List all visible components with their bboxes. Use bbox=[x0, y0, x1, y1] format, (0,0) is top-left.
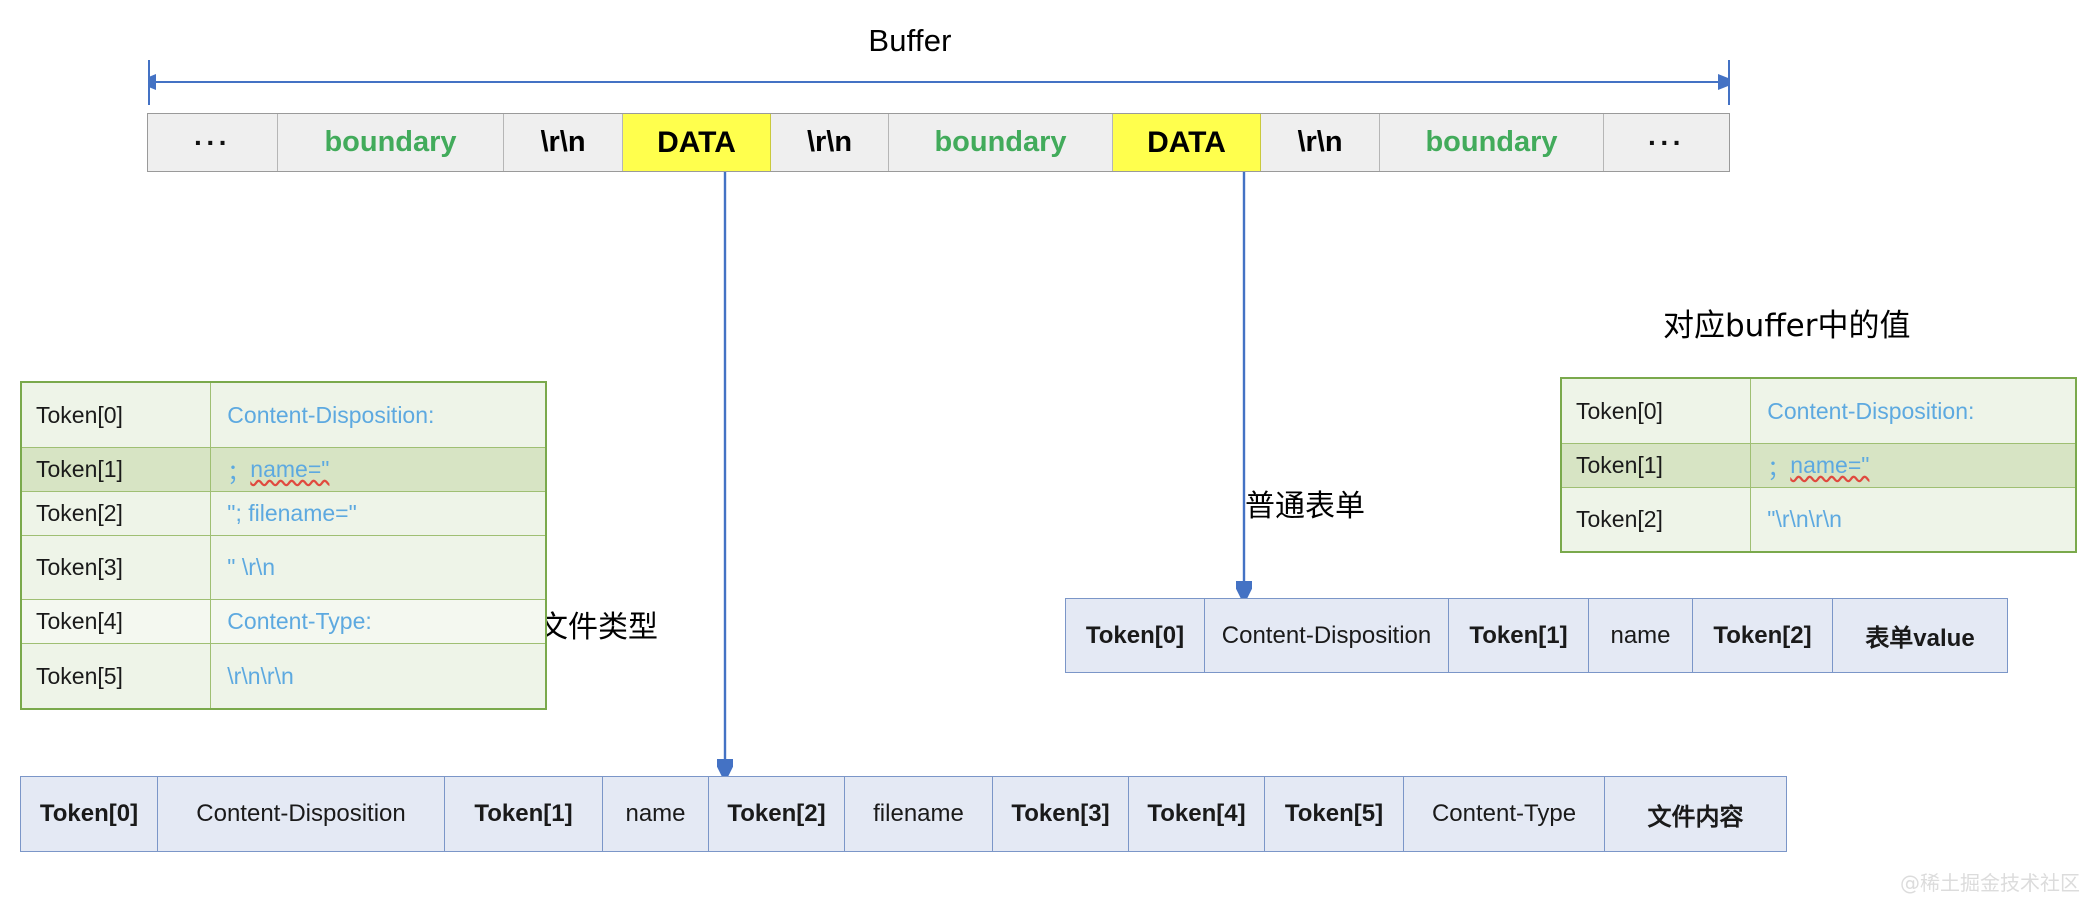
file-result-cell-1: Content-Disposition bbox=[158, 777, 445, 851]
label-buffer-values: 对应buffer中的值 bbox=[1663, 308, 1911, 344]
token-file-value: Content-Type: bbox=[227, 608, 372, 634]
token-file-row: Token[2] "; filename=" bbox=[22, 492, 545, 536]
token-file-key: Token[0] bbox=[22, 383, 212, 447]
buffer-cell-boundary-8: boundary bbox=[1380, 114, 1604, 171]
file-result-cell-9: Content-Type bbox=[1404, 777, 1605, 851]
file-result-cell-7: Token[4] bbox=[1129, 777, 1265, 851]
file-result-cell-5: filename bbox=[845, 777, 993, 851]
token-form-key: Token[2] bbox=[1562, 488, 1752, 551]
token-file-value: ； name=" bbox=[227, 456, 330, 485]
token-form-row: Token[0] Content-Disposition: bbox=[1562, 379, 2075, 444]
watermark: @稀土掘金技术社区 bbox=[1900, 871, 2080, 895]
form-result-cell-3: name bbox=[1589, 599, 1693, 672]
label-normal-form: 普通表单 bbox=[1245, 489, 1365, 524]
file-result-cell-4: Token[2] bbox=[709, 777, 845, 851]
token-file-row: Token[0] Content-Disposition: bbox=[22, 383, 545, 448]
token-file-value: Content-Disposition: bbox=[227, 401, 435, 428]
token-file-key: Token[4] bbox=[22, 600, 212, 643]
file-result-cell-3: name bbox=[603, 777, 709, 851]
token-file-value: "; filename=" bbox=[227, 500, 357, 526]
form-result-cell-5: 表单value bbox=[1865, 625, 1975, 652]
token-form-key: Token[1] bbox=[1562, 444, 1752, 487]
token-form-value-spellcheck: name=" bbox=[1790, 452, 1870, 478]
form-result-cell-4: Token[2] bbox=[1693, 599, 1833, 672]
buffer-cell-crlf-7: \r\n bbox=[1261, 114, 1380, 171]
buffer-cell-ellipsis-0: ··· bbox=[148, 114, 278, 171]
buffer-cell-crlf-4: \r\n bbox=[771, 114, 889, 171]
form-result-cell-2: Token[1] bbox=[1449, 599, 1589, 672]
token-file-key: Token[3] bbox=[22, 536, 212, 599]
token-file-row: Token[1] ； name=" bbox=[22, 448, 545, 492]
buffer-cell-data-3: DATA bbox=[623, 114, 771, 171]
token-form-row: Token[2] "\r\n\r\n bbox=[1562, 488, 2075, 551]
page-title: Buffer bbox=[868, 23, 952, 58]
token-file-row: Token[3] " \r\n bbox=[22, 536, 545, 600]
token-file-key: Token[5] bbox=[22, 644, 212, 708]
file-result-cell-6: Token[3] bbox=[993, 777, 1129, 851]
token-form-key: Token[0] bbox=[1562, 379, 1752, 443]
label-file-type: 文件类型 bbox=[538, 610, 658, 645]
file-result-cell-10: 文件内容 bbox=[1647, 803, 1744, 831]
form-result-cell-1: Content-Disposition bbox=[1205, 599, 1449, 672]
buffer-cell-boundary-5: boundary bbox=[889, 114, 1113, 171]
token-file-row: Token[5] \r\n\r\n bbox=[22, 644, 545, 708]
connector-data2-to-form-row bbox=[1236, 172, 1252, 604]
buffer-span-arrow bbox=[148, 60, 1730, 105]
form-result-cell-0: Token[0] bbox=[1066, 599, 1205, 672]
file-result-cell-8: Token[5] bbox=[1265, 777, 1404, 851]
buffer-cell-boundary-1: boundary bbox=[278, 114, 504, 171]
token-table-file-upload: Token[0] Content-Disposition: Token[1] ； na… bbox=[20, 381, 547, 710]
token-table-plain-form: Token[0] Content-Disposition: Token[1] ； na… bbox=[1560, 377, 2077, 553]
token-form-value: "\r\n\r\n bbox=[1767, 506, 1842, 532]
buffer-cell-ellipsis-9: ··· bbox=[1604, 114, 1729, 171]
token-file-row: Token[4] Content-Type: bbox=[22, 600, 545, 644]
buffer-cell-data-6: DATA bbox=[1113, 114, 1261, 171]
token-file-value: \r\n\r\n bbox=[227, 662, 294, 689]
file-result-cell-2: Token[1] bbox=[445, 777, 603, 851]
connector-data1-to-file-row bbox=[717, 172, 733, 782]
buffer-cell-crlf-2: \r\n bbox=[504, 114, 623, 171]
token-file-key: Token[1] bbox=[22, 448, 212, 491]
token-file-value: " \r\n bbox=[227, 554, 276, 580]
token-form-value: Content-Disposition: bbox=[1767, 397, 1975, 424]
token-file-value-spellcheck: name=" bbox=[250, 456, 330, 482]
token-form-row: Token[1] ； name=" bbox=[1562, 444, 2075, 488]
token-form-value: ； name=" bbox=[1767, 452, 1870, 481]
token-file-key: Token[2] bbox=[22, 492, 212, 535]
file-result-cell-0: Token[0] bbox=[21, 777, 158, 851]
